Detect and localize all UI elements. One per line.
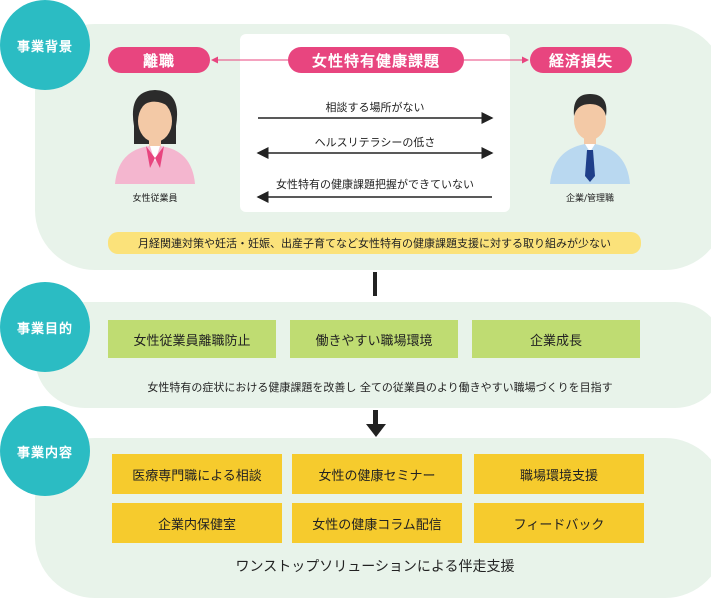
connector-bar (373, 272, 377, 296)
arrow-text-1: 相談する場所がない (325, 101, 425, 114)
content-label-circle: 事業内容 (0, 406, 90, 496)
purpose-box-1: 女性従業員離職防止 (108, 320, 276, 358)
content-box-feedback: フィードバック (474, 503, 644, 543)
down-arrow (366, 410, 386, 437)
female-employee-icon (115, 90, 195, 184)
female-employee-caption: 女性従業員 (132, 194, 178, 204)
content-box-consultation: 医療専門職による相談 (112, 454, 282, 494)
purpose-text: 女性特有の症状における健康課題を改善し 全ての従業員のより働きやすい職場づくりを… (147, 381, 613, 394)
content-box-health-room: 企業内保健室 (112, 503, 282, 543)
right-pill-economic-loss: 経済損失 (530, 47, 632, 73)
center-pill-health-issues: 女性特有健康課題 (288, 47, 464, 73)
purpose-box-3: 企業成長 (472, 320, 640, 358)
content-box-workplace-support: 職場環境支援 (474, 454, 644, 494)
content-box-seminar: 女性の健康セミナー (292, 454, 462, 494)
purpose-label-circle: 事業目的 (0, 282, 90, 372)
background-note-bar: 月経関連対策や妊活・妊娠、出産子育てなど女性特有の健康課題支援に対する取り組みが… (108, 232, 641, 254)
purpose-box-2: 働きやすい職場環境 (290, 320, 458, 358)
content-footer: ワンストップソリューションによる伴走支援 (235, 559, 515, 575)
arrow-text-3: 女性特有の健康課題把握ができていない (276, 178, 474, 191)
background-label-circle: 事業背景 (0, 0, 90, 90)
content-box-column: 女性の健康コラム配信 (292, 503, 462, 543)
left-pill-turnover: 離職 (108, 47, 210, 73)
manager-caption: 企業/管理職 (565, 194, 615, 204)
manager-icon (550, 94, 630, 184)
pink-arrows (211, 56, 529, 203)
arrow-text-2: ヘルスリテラシーの低さ (314, 136, 436, 149)
